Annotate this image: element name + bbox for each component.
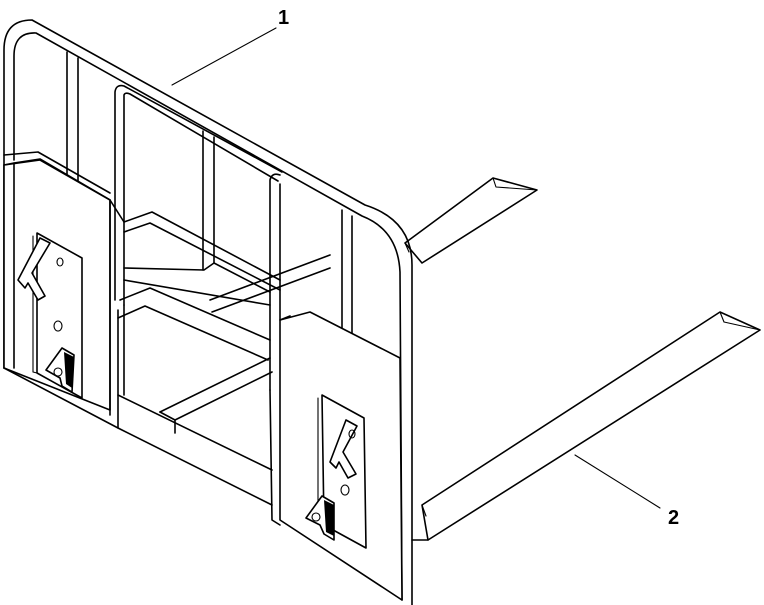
upper-hook-right [329,419,358,479]
callout-2-label: 2 [668,507,680,529]
callout-2-leader [574,454,661,509]
right-side-plate [269,311,403,601]
top-guard-rail [3,19,413,605]
upper-hook-left [17,237,51,301]
left-side-plate [3,159,111,411]
center-column [3,199,273,506]
back-fork-tine [404,177,538,264]
callout-1-leader [171,27,277,86]
front-fork-tine [411,311,761,541]
callout-1-label: 1 [278,7,290,29]
